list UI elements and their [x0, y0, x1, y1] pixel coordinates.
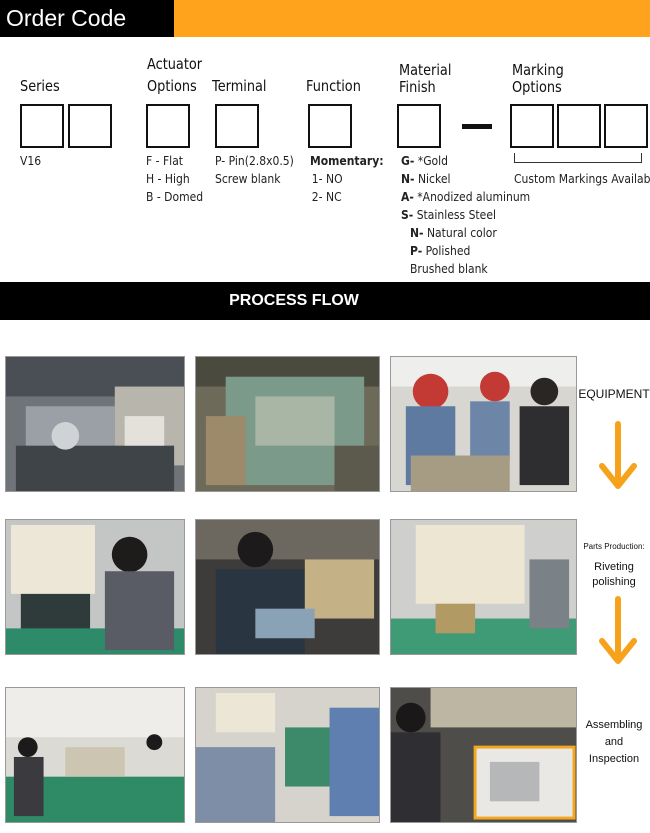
code-separator-dash	[462, 124, 492, 129]
terminal-options-list: P- Pin(2.8x0.5) Screw blank	[215, 152, 294, 188]
material-option: G- *Gold	[401, 154, 449, 168]
series-code-box-1	[20, 104, 64, 148]
function-subheading: Momentary:	[310, 154, 384, 168]
production-photo-polishing	[195, 519, 380, 655]
terminal-option: P- Pin(2.8x0.5)	[215, 154, 294, 168]
equipment-photo-lathe	[195, 356, 380, 492]
down-arrow-icon	[599, 421, 637, 489]
material-code-box	[397, 104, 441, 148]
material-finish-heading: Material Finish	[399, 61, 452, 96]
marking-options-heading: Marking Options	[512, 61, 564, 96]
material-sub-option: Brushed blank	[410, 262, 488, 276]
actuator-option: H - High	[146, 172, 190, 186]
actuator-options-list: F - Flat H - High B - Domed	[146, 152, 203, 206]
production-photo-riveting	[5, 519, 185, 655]
assembly-photo-inspection	[390, 687, 577, 823]
actuator-heading: Actuator Options	[147, 55, 203, 95]
order-code-title: Order Code	[0, 0, 174, 37]
stage-label-assembling-inspection: Assembling and Inspection	[585, 719, 643, 765]
assembly-photo-parts-trays	[195, 687, 380, 823]
material-option: A- *Anodized aluminum	[401, 190, 531, 204]
terminal-option: Screw blank	[215, 172, 281, 186]
actuator-option: F - Flat	[146, 154, 184, 168]
function-option: 1- NO	[311, 172, 343, 186]
stage-label-equipment: EQUIPMENT	[578, 387, 650, 401]
series-value: V16	[20, 154, 42, 168]
marking-code-box-2	[557, 104, 601, 148]
series-code-box-2	[68, 104, 112, 148]
actuator-option: B - Domed	[146, 190, 204, 204]
equipment-photo-cnc-machine	[5, 356, 185, 492]
marking-code-box-1	[510, 104, 554, 148]
terminal-heading: Terminal	[212, 77, 267, 95]
material-option: N- Nickel	[401, 172, 451, 186]
marking-note: Custom Markings Available	[514, 172, 650, 186]
marking-code-box-3	[604, 104, 648, 148]
production-photo-machine	[390, 519, 577, 655]
material-option: S- Stainless Steel	[401, 208, 496, 222]
terminal-code-box	[215, 104, 259, 148]
function-heading: Function	[306, 77, 361, 95]
function-option: 2- NC	[311, 190, 342, 204]
marking-bracket	[514, 153, 642, 163]
process-flow-title: PROCESS FLOW	[229, 292, 359, 309]
material-options-list: G- *Gold N- Nickel A- *Anodized aluminum…	[401, 152, 530, 278]
actuator-code-box	[146, 104, 190, 148]
function-options-list: Momentary: 1- NO 2- NC	[310, 152, 384, 206]
down-arrow-icon	[599, 596, 637, 664]
series-heading: Series	[20, 77, 60, 95]
order-code-header-bar: Order Code	[0, 0, 650, 37]
process-flow-bar: PROCESS FLOW	[0, 282, 650, 320]
equipment-photo-worker-machines	[390, 356, 577, 492]
assembly-photo-workshop	[5, 687, 185, 823]
stage-small-label: Parts Production:	[583, 542, 645, 551]
material-sub-option: N- Natural color	[410, 226, 497, 240]
stage-label-riveting-polishing: Riveting polishing	[592, 561, 636, 588]
material-sub-option: P- Polished	[410, 244, 471, 258]
function-code-box	[308, 104, 352, 148]
